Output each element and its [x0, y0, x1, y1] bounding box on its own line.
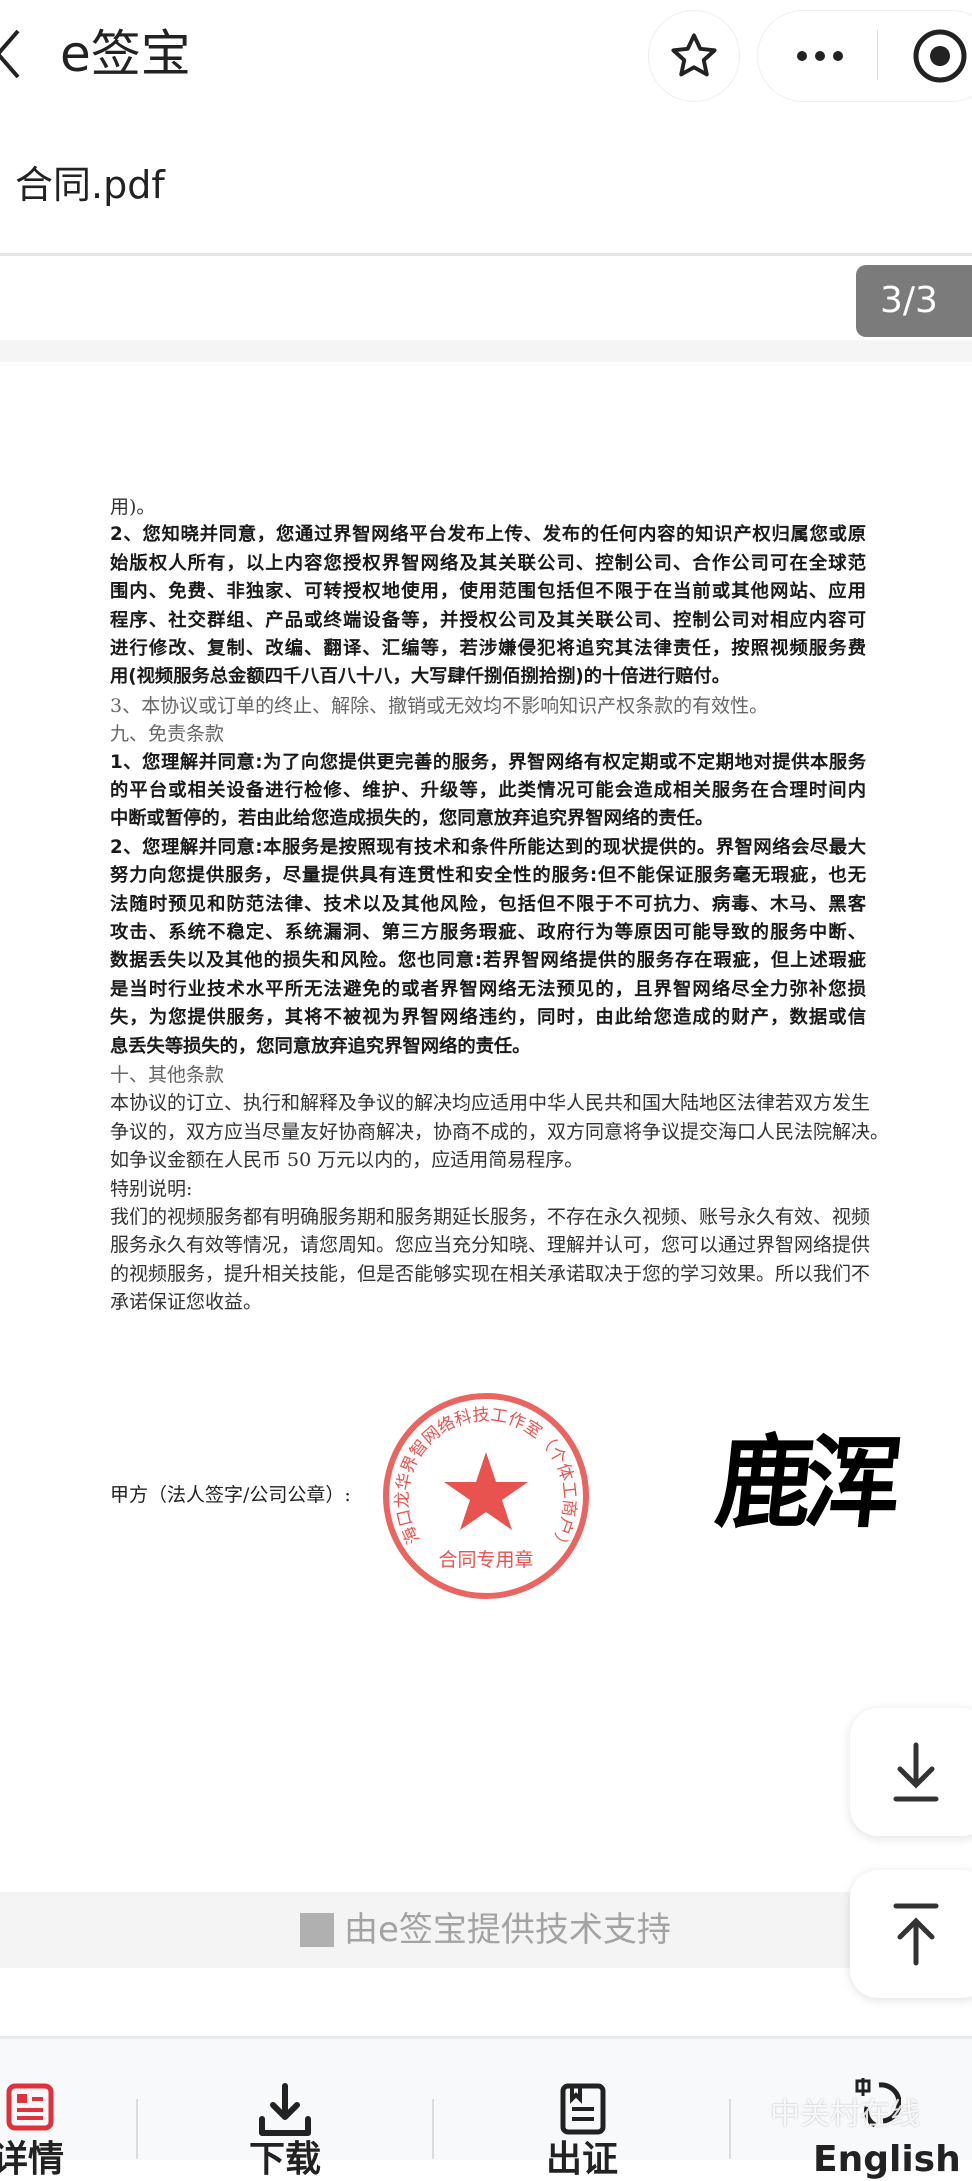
scroll-top-button[interactable] — [850, 1870, 972, 1998]
doc-line: 服务永久有效等情况，请您周知。您应当充分知晓、理解并认可，您可以通过界智网络提供 — [110, 1234, 871, 1256]
doc-heading: 十、其他条款 — [110, 1064, 225, 1086]
doc-line: 2、您理解并同意:本服务是按照现有技术和条件所能达到的现状提供的。界智网络会尽最… — [110, 837, 866, 858]
watermark: 中关村在线 — [770, 2097, 920, 2132]
back-icon[interactable] — [0, 28, 22, 80]
language-switch-icon — [855, 2078, 901, 2128]
nav-label: 详情 — [0, 2139, 65, 2180]
bottom-nav: 详情 下载 出证 English — [0, 2036, 972, 2180]
doc-line: 的视频服务，提升相关技能，但是否能够实现在相关承诺取决于您的学习效果。所以我们不 — [110, 1263, 871, 1285]
signature: 鹿浑 — [710, 1424, 900, 1543]
scroll-bottom-button[interactable] — [850, 1708, 972, 1836]
page-gap — [0, 340, 972, 362]
doc-line: 如争议金额在人民币 50 万元以内的，应适用简易程序。 — [110, 1149, 584, 1171]
doc-line: 争议的，双方应当尽量友好协商解决，协商不成的，双方同意将争议提交海口人民法院解决… — [110, 1121, 890, 1143]
doc-line: 3、本协议或订单的终止、解除、撤销或无效均不影响知识产权条款的有效性。 — [110, 695, 769, 717]
download-icon — [259, 2083, 311, 2136]
doc-line: 承诺保证您收益。 — [110, 1291, 263, 1313]
doc-line: 失，为您提供服务，其将不被视为界智网络违约，同时，由此给您造成的财产，数据或信 — [110, 1007, 866, 1028]
arrow-up-to-line-icon — [893, 1903, 939, 1966]
party-a-label: 甲方（法人签字/公司公章）: — [110, 1484, 351, 1506]
page-indicator: 3/3 — [856, 265, 972, 337]
details-icon — [6, 2083, 54, 2131]
doc-line: 1、您理解并同意:为了向您提供更完善的服务，界智网络有权定期或不定期地对提供本服… — [110, 752, 866, 773]
doc-line: 是当时行业技术水平所无法避免的或者界智网络无法预见的，且界智网络尽全力弥补您损 — [110, 979, 866, 1000]
doc-line: 2、您知晓并同意，您通过界智网络平台发布上传、发布的任何内容的知识产权归属您或原 — [110, 524, 866, 545]
certificate-icon — [560, 2083, 606, 2135]
favorite-button[interactable] — [648, 10, 740, 102]
doc-line: 息丢失等损失的，您同意放弃追究界智网络的责任。 — [110, 1036, 531, 1057]
doc-line: 数据丢失以及其他的损失和风险。您也同意:若界智网络提供的服务存在瑕疵，但上述瑕疵 — [110, 950, 866, 971]
doc-line: 特别说明: — [110, 1178, 193, 1200]
capsule-divider — [877, 30, 878, 80]
company-seal: 海口龙华界智网络科技工作室（个体工商户） 合同专用章 — [383, 1393, 589, 1599]
powered-by-text: 由e签宝提供技术支持 — [344, 1910, 671, 1950]
doc-line: 攻击、系统不稳定、系统漏洞、第三方服务瑕疵、政府行为等原因可能导致的服务中断、 — [110, 922, 866, 943]
nav-label: English — [813, 2139, 961, 2180]
doc-line: 围内、免费、非独家、可转授权地使用，使用范围包括但不限于在当前或其他网站、应用 — [110, 581, 866, 602]
doc-line: 本协议的订立、执行和解释及争议的解决均应适用中华人民共和国大陆地区法律若双方发生 — [110, 1092, 871, 1114]
nav-certificate[interactable]: 出证 — [482, 2039, 682, 2180]
seal-center-text: 合同专用章 — [438, 1549, 533, 1571]
file-name: 合同.pdf — [15, 163, 165, 207]
doc-line: 进行修改、复制、改编、翻译、汇编等，若涉嫌侵犯将追究其法律责任，按照视频服务费 — [110, 638, 866, 659]
app-title: e签宝 — [60, 25, 191, 83]
powered-by-band — [0, 1892, 972, 1968]
nav-label: 出证 — [546, 2139, 619, 2180]
doc-line: 我们的视频服务都有明确服务期和服务期延长服务，不存在永久视频、账号永久有效、视频 — [110, 1206, 871, 1228]
doc-heading: 九、免责条款 — [110, 723, 225, 745]
more-icon[interactable] — [790, 36, 850, 76]
doc-line: 始版权人所有，以上内容您授权界智网络及其关联公司、控制公司、合作公司可在全球范 — [110, 553, 866, 574]
esign-logo-icon — [300, 1913, 334, 1947]
doc-line: 程序、社交群组、产品或终端设备等，并授权公司及其关联公司、控制公司对相应内容可 — [110, 610, 866, 631]
doc-line: 中断或暂停的，若由此给您造成损失的，您同意放弃追究界智网络的责任。 — [110, 808, 714, 829]
menu-capsule — [757, 10, 972, 102]
nav-separator — [136, 2099, 138, 2159]
nav-details[interactable]: 详情 — [0, 2039, 128, 2180]
doc-line: 用)。 — [110, 496, 156, 518]
header-divider — [0, 253, 972, 256]
nav-download[interactable]: 下载 — [185, 2039, 385, 2180]
nav-separator — [729, 2099, 731, 2159]
nav-separator — [432, 2099, 434, 2159]
doc-line: 用(视频服务总金额四千八百八十八，大写肆仟捌佰捌拾捌)的十倍进行赔付。 — [110, 666, 730, 687]
nav-label: 下载 — [249, 2139, 322, 2180]
doc-line: 努力向您提供服务，尽量提供具有连贯性和安全性的服务:但不能保证服务毫无瑕疵，也无 — [110, 865, 866, 886]
close-miniprogram-icon[interactable] — [912, 28, 968, 84]
star-icon — [671, 33, 717, 77]
doc-line: 的平台或相关设备进行检修、维护、升级等，此类情况可能会造成相关服务在合理时间内 — [110, 780, 866, 801]
doc-line: 法随时预见和防范法律、技术以及其他风险，包括但不限于不可抗力、病毒、木马、黑客 — [110, 894, 866, 915]
arrow-down-to-line-icon — [893, 1742, 939, 1802]
